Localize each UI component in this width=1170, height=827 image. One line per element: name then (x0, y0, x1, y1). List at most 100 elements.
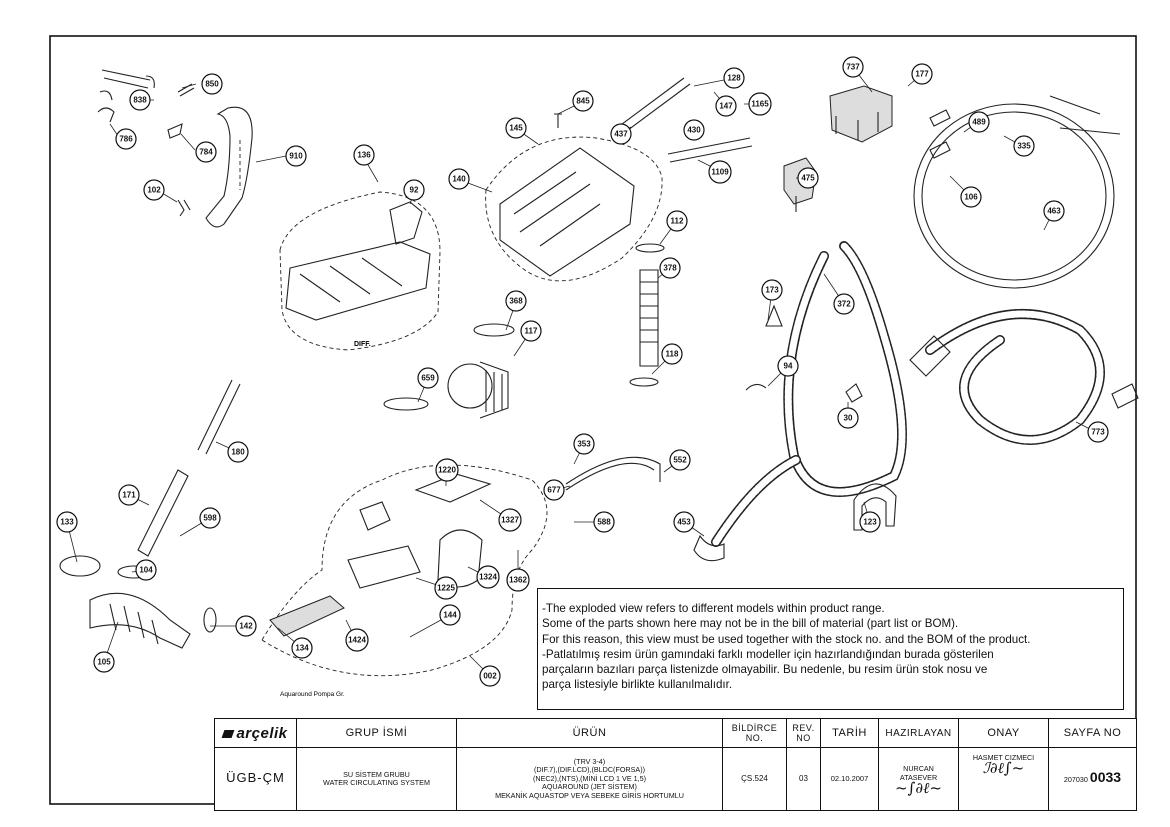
callout-147: 147 (715, 95, 737, 117)
note-tr-line-3: parça listesiyle birlikte kullanılmalıdı… (542, 678, 733, 692)
callout-145: 145 (505, 117, 527, 139)
part-737-valve (829, 85, 893, 143)
callout-30: 30 (837, 407, 859, 429)
callout-910: 910 (285, 145, 307, 167)
callout-123: 123 (859, 511, 881, 533)
svg-text:1225: 1225 (437, 584, 455, 593)
brand-mark-icon (222, 729, 235, 738)
svg-text:002: 002 (483, 672, 497, 681)
svg-text:1362: 1362 (509, 576, 527, 585)
part-94-clip (745, 383, 767, 391)
svg-text:117: 117 (525, 327, 538, 336)
svg-text:106: 106 (964, 193, 978, 202)
product-line-5: MEKANİK AQUASTOP VEYA SEBEKE GİRİS HORTU… (495, 790, 684, 800)
callout-133: 133 (56, 511, 78, 533)
callout-102: 102 (143, 179, 165, 201)
callout-112: 112 (666, 210, 688, 232)
svg-text:475: 475 (801, 174, 815, 183)
part-173-bracket (765, 304, 783, 327)
header-date: TARİH (820, 718, 879, 748)
svg-text:588: 588 (597, 518, 611, 527)
part-845-screw (554, 113, 562, 128)
callout-368: 368 (505, 290, 527, 312)
svg-text:94: 94 (784, 362, 793, 371)
callout-786: 786 (115, 128, 137, 150)
part-838-clamp (99, 69, 155, 101)
part-133-ring (59, 555, 101, 577)
svg-text:177: 177 (915, 70, 929, 79)
product-line-4: AQUAROUND (JET SİSTEM) (542, 782, 637, 792)
callout-136: 136 (353, 144, 375, 166)
date-value: 02.10.2007 (820, 747, 879, 811)
part-106-connectors (929, 109, 951, 159)
callout-144: 144 (439, 604, 461, 626)
svg-text:453: 453 (677, 518, 691, 527)
svg-text:1324: 1324 (479, 573, 497, 582)
part-773-inlet-hose (909, 309, 1139, 445)
page-no-value: 207030 0033 (1048, 747, 1137, 811)
callout-430: 430 (683, 119, 705, 141)
callout-659: 659 (417, 367, 439, 389)
svg-text:30: 30 (844, 414, 853, 423)
callout-1362: 1362 (506, 568, 530, 592)
product-line-2: (DIF.7),(DIF.LCD),(BLDC(FORSA)) (533, 765, 645, 775)
callout-1424: 1424 (345, 628, 369, 652)
svg-text:784: 784 (199, 148, 213, 157)
svg-text:140: 140 (452, 175, 466, 184)
aquaround-pump-group: Aquaround Pompa Gr. (261, 464, 548, 698)
callout-353: 353 (573, 433, 595, 455)
group-name: SU SİSTEM GRUBU WATER CIRCULATING SYSTEM (296, 747, 457, 811)
svg-text:335: 335 (1017, 142, 1031, 151)
svg-text:147: 147 (719, 102, 733, 111)
callout-94: 94 (777, 355, 799, 377)
callout-489: 489 (968, 111, 990, 133)
svg-text:1424: 1424 (348, 636, 366, 645)
part-118-clamp (629, 377, 659, 387)
svg-text:845: 845 (576, 97, 590, 106)
svg-text:1327: 1327 (501, 516, 519, 525)
part-368-clamp (473, 323, 515, 337)
callout-1327: 1327 (498, 508, 522, 532)
approved-value: HASMET CIZMECI ℐ∂ℓ∫~ (958, 747, 1049, 811)
svg-text:838: 838 (133, 96, 147, 105)
svg-text:145: 145 (509, 124, 523, 133)
svg-text:123: 123 (863, 518, 877, 527)
header-bom-no: BİLDİRCE NO. (722, 718, 787, 748)
callout-1324: 1324 (476, 565, 500, 589)
svg-text:144: 144 (443, 611, 457, 620)
group-name-en: WATER CIRCULATING SYSTEM (323, 778, 430, 787)
callout-140: 140 (448, 168, 470, 190)
page-number: 0033 (1089, 769, 1122, 786)
callout-142: 142 (235, 615, 257, 637)
callout-92: 92 (403, 179, 425, 201)
callout-850: 850 (201, 73, 223, 95)
part-659-clamp (383, 397, 429, 411)
title-block: arçelik GRUP İSMİ ÜRÜN BİLDİRCE NO. REV.… (214, 718, 1137, 811)
part-171-pipe (137, 469, 189, 557)
callout-453: 453 (673, 511, 695, 533)
part-453-hose-end (693, 534, 725, 562)
callout-118: 118 (661, 343, 683, 365)
svg-text:118: 118 (666, 350, 679, 359)
callout-773: 773 (1087, 421, 1109, 443)
part-786-clip (97, 107, 115, 123)
callout-105: 105 (93, 651, 115, 673)
svg-text:659: 659 (421, 374, 435, 383)
svg-text:1220: 1220 (438, 466, 456, 475)
part-910-hose (205, 106, 253, 228)
callout-784: 784 (195, 141, 217, 163)
svg-text:105: 105 (97, 658, 111, 667)
svg-text:677: 677 (547, 486, 561, 495)
part-136-dispenser-drawer: DIFF. (279, 191, 441, 351)
header-page-no: SAYFA NO (1048, 718, 1137, 748)
callout-378: 378 (659, 257, 681, 279)
svg-text:136: 136 (357, 151, 371, 160)
header-rev-no: REV. NO (786, 718, 821, 748)
note-en-line-1: -The exploded view refers to different m… (542, 602, 885, 615)
page-prefix: 207030 (1063, 775, 1088, 785)
header-approved: ONAY (958, 718, 1049, 748)
svg-text:104: 104 (139, 566, 153, 575)
callout-838: 838 (129, 89, 151, 111)
callout-1165: 1165 (748, 92, 772, 116)
svg-text:353: 353 (577, 440, 591, 449)
